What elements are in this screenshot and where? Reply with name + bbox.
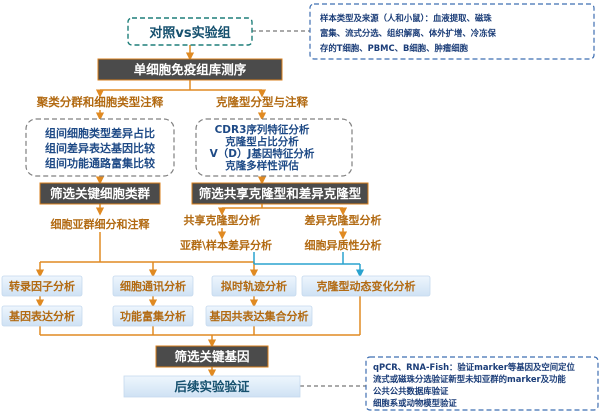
- left-filter-box: 筛选关键细胞类群: [39, 182, 161, 205]
- analysis-box-tf: 转录因子分析: [1, 275, 83, 297]
- right-filter-box: 筛选共享克隆型和差异克隆型: [191, 182, 369, 205]
- analysis-box-coexpr: 基因共表达集合分析: [205, 305, 313, 327]
- left-item-2: 组间差异表达基因比较: [45, 141, 155, 155]
- right-branch-label: 克隆型分型与注释: [215, 95, 308, 109]
- analysis-expr-text: 基因表达分析: [8, 309, 75, 323]
- diff-clone-label: 差异克隆型分析: [305, 213, 382, 227]
- analysis-box-dynamic: 克隆型动态变化分析: [301, 275, 431, 297]
- teal-connectors: [253, 252, 365, 278]
- validation-note-line-4: 细胞系或动物模型验证: [373, 398, 457, 408]
- analysis-dynamic-text: 克隆型动态变化分析: [317, 279, 416, 293]
- validation-box: 后续实验验证: [123, 375, 301, 398]
- validation-note-box: qPCR、RNA-Fish：验证marker等基因及空间定位 流式或磁珠分选验证…: [365, 356, 599, 411]
- analysis-enrich-text: 功能富集分析: [120, 309, 186, 323]
- left-item-3: 组间功能通路富集比较: [45, 156, 155, 170]
- shared-clone-label: 共享克隆型分析: [184, 213, 261, 227]
- analysis-box-expr: 基因表达分析: [1, 305, 83, 327]
- right-filter-text: 筛选共享克隆型和差异克隆型: [199, 186, 362, 201]
- right-item-2: 克隆型占比分析: [225, 135, 299, 148]
- left-item-1: 组间细胞类型差异占比: [45, 126, 155, 140]
- left-branch-label: 聚类分群和细胞类型注释: [36, 95, 164, 109]
- note-pointers: [252, 30, 366, 387]
- main-step-box: 单细胞免疫组库测序: [97, 58, 283, 81]
- validation-text: 后续实验验证: [174, 379, 250, 394]
- analysis-box-enrich: 功能富集分析: [112, 305, 194, 327]
- group-diff-label: 亚群\样本差异分析: [180, 238, 272, 252]
- analysis-comm-text: 细胞通讯分析: [120, 279, 186, 293]
- main-step-text: 单细胞免疫组库测序: [134, 62, 247, 77]
- analysis-tf-text: 转录因子分析: [9, 279, 75, 293]
- key-gene-box: 筛选关键基因: [155, 345, 269, 368]
- sample-note-line-3: 存的T细胞、PBMC、B细胞、肿瘤细胞: [319, 43, 469, 53]
- sample-note-line-1: 样本类型及来源（人和小鼠）：血液提取、磁珠: [320, 13, 492, 23]
- top-title-text: 对照vs实验组: [149, 25, 230, 41]
- right-item-1: CDR3序列特征分析: [215, 123, 310, 136]
- connectors: [35, 45, 361, 378]
- key-gene-text: 筛选关键基因: [174, 349, 249, 364]
- heterogeneity-label: 细胞异质性分析: [305, 238, 382, 252]
- analysis-coexpr-text: 基因共表达集合分析: [209, 309, 309, 323]
- top-title-box: 对照vs实验组: [127, 17, 253, 46]
- right-dashed-box: CDR3序列特征分析 克隆型占比分析 V（D）J基因特征分析 克隆多样性评估: [195, 118, 353, 177]
- validation-note-line-2: 流式或磁珠分选验证新型未知亚群的marker及功能: [373, 374, 566, 384]
- analysis-box-comm: 细胞通讯分析: [112, 275, 194, 297]
- right-item-3: V（D）J基因特征分析: [210, 147, 315, 160]
- left-filter-text: 筛选关键细胞类群: [50, 186, 151, 201]
- left-dashed-box: 组间细胞类型差异占比 组间差异表达基因比较 组间功能通路富集比较: [25, 118, 175, 177]
- validation-note-line-3: 公共公共数据库验证: [373, 386, 449, 396]
- left-sub-label: 细胞亚群细分和注释: [51, 217, 151, 231]
- sample-note-box: 样本类型及来源（人和小鼠）：血液提取、磁珠 富集、流式分选、组织解离、体外扩增、…: [309, 3, 595, 60]
- analysis-box-pseudo: 拟时轨迹分析: [211, 275, 297, 297]
- right-item-4: 克隆多样性评估: [225, 159, 299, 172]
- validation-note-line-1: qPCR、RNA-Fish：验证marker等基因及空间定位: [373, 362, 575, 372]
- analysis-pseudo-text: 拟时轨迹分析: [221, 279, 287, 293]
- sample-note-line-2: 富集、流式分选、组织解离、体外扩增、冷冻保: [320, 28, 496, 38]
